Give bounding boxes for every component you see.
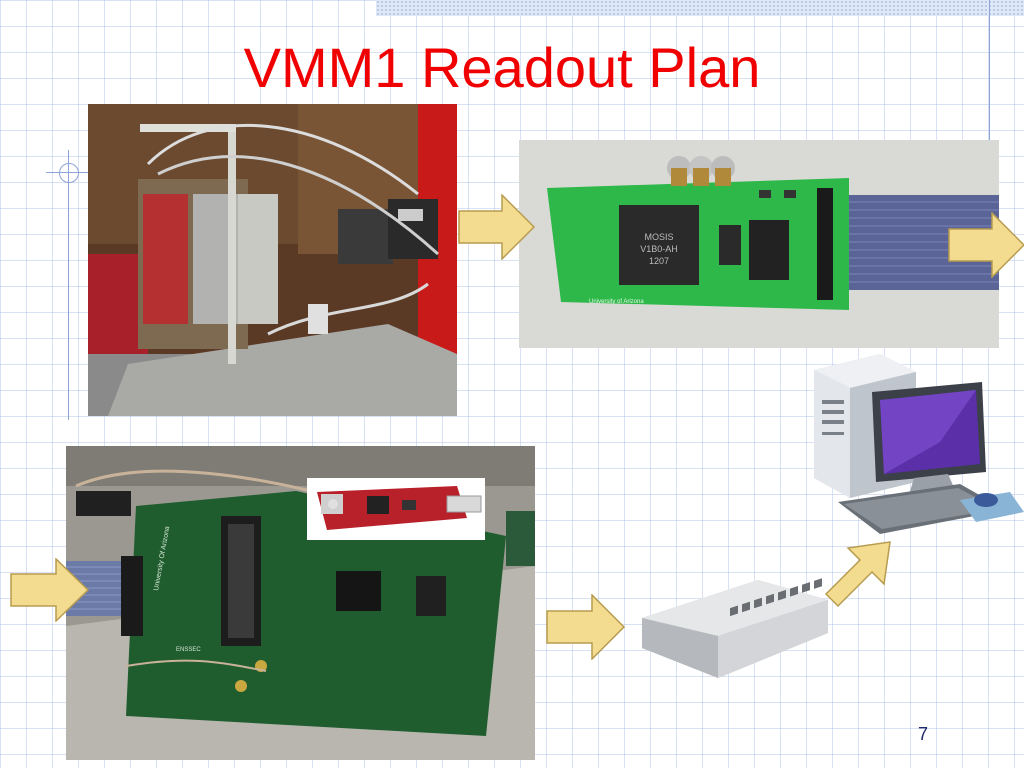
arrow-up-right-icon — [824, 541, 891, 608]
header-band — [376, 0, 1024, 16]
board-silk-text: University of Arizona — [589, 299, 644, 305]
arrow-right-icon — [546, 594, 626, 660]
arrow-right-icon — [10, 558, 90, 622]
chip-label-2: V1B0-AH — [640, 244, 678, 254]
chip-label-1: MOSIS — [644, 232, 673, 242]
detector-setup-photo — [88, 104, 457, 416]
vmm-board-photo: MOSIS V1B0-AH 1207 University of Arizona — [519, 140, 999, 348]
slide-number: 7 — [918, 724, 929, 744]
usb-adapter-photo — [307, 478, 485, 540]
decor-crosshair — [46, 150, 92, 420]
slide-title: VMM1 Readout Plan — [243, 36, 761, 99]
decor-vertical-line — [989, 0, 990, 148]
arrow-right-icon — [948, 212, 1024, 278]
fpga-connector-label: ENSSEC — [176, 647, 201, 653]
chip-label-3: 1207 — [649, 256, 669, 266]
computer-photo — [810, 352, 1024, 554]
arrow-right-icon — [458, 194, 536, 260]
network-switch-photo — [638, 578, 830, 690]
